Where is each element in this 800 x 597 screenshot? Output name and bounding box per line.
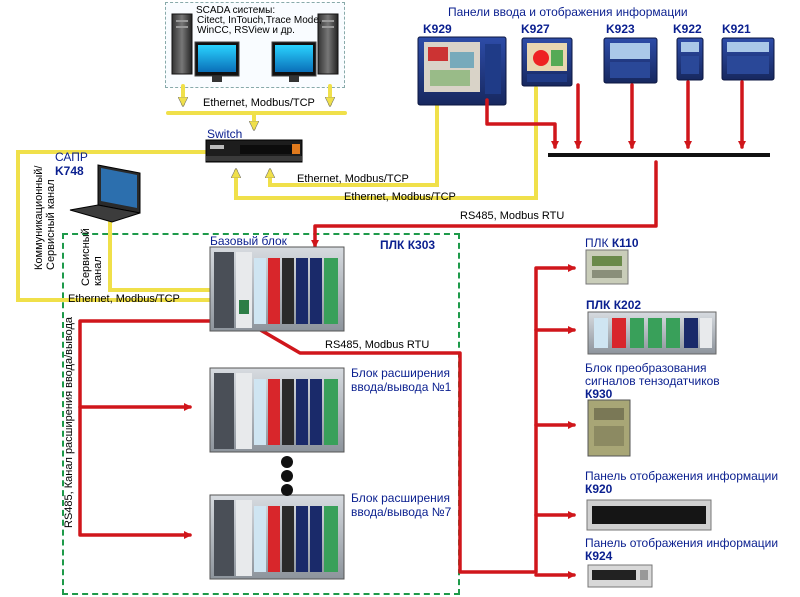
plc-k303-title: ПЛК К303 <box>380 238 436 252</box>
k110-label: ПЛК К110 <box>585 237 639 249</box>
scada-title: SCADA системы: <box>196 5 276 16</box>
switch-label: Switch <box>207 127 243 141</box>
ext1-label-line1: Блок расширения <box>351 366 450 380</box>
ethernet-label-top: Ethernet, Modbus/TCP <box>203 97 315 109</box>
k930-code: К930 <box>585 387 613 401</box>
ext7-label-line1: Блок расширения <box>351 491 450 505</box>
panel-k927-label: K927 <box>521 22 550 36</box>
ethernet-label-left: Ethernet, Modbus/TCP <box>68 293 180 305</box>
laptop-k748 <box>69 164 141 223</box>
plc-k110-device <box>585 249 629 285</box>
k930-label-line2: сигналов тензодатчиков <box>585 374 720 388</box>
panel-k927-device <box>521 37 573 87</box>
ellipsis-dot-3 <box>281 484 293 496</box>
plc-base-block-label: Базовый блок <box>210 234 287 248</box>
k924-code: К924 <box>585 549 613 563</box>
sapr-title: САПР <box>55 150 88 164</box>
k920-code: К920 <box>585 482 613 496</box>
service-channel-line1: Сервисный <box>80 228 92 286</box>
plc-k202-device <box>587 311 717 355</box>
service-channel-line2: канал <box>92 256 104 286</box>
plc-ext7-rack <box>209 494 345 580</box>
rs485-label-top: RS485, Modbus RTU <box>460 210 565 222</box>
k930-label-line1: Блок преобразования <box>585 361 707 375</box>
panel-k922-label: K922 <box>673 22 702 36</box>
ext7-label-line2: ввода/вывода №7 <box>351 505 452 519</box>
scada-line2: WinCC, RSView и др. <box>197 25 295 36</box>
ethernet-links <box>16 84 538 300</box>
panel-k922-device <box>676 37 704 81</box>
k930-device <box>587 399 631 457</box>
scada-pc-left <box>171 13 240 82</box>
comm-channel-line1: Коммуникационный/ <box>33 165 45 270</box>
ellipsis-dot-1 <box>281 456 293 468</box>
panel-k924-device <box>587 564 653 588</box>
ellipsis-dot-2 <box>281 470 293 482</box>
k202-label: ПЛК К202 <box>586 298 642 312</box>
ext1-label-line2: ввода/вывода №1 <box>351 380 452 394</box>
plc-ext1-rack <box>209 367 345 453</box>
k924-label: Панель отображения информации <box>585 536 779 550</box>
panel-k923-label: K923 <box>606 22 635 36</box>
panel-k923-device <box>603 37 658 84</box>
panels-header: Панели ввода и отображения информации <box>448 5 688 19</box>
k110-prefix: ПЛК <box>585 236 609 250</box>
rs485-links <box>78 80 746 579</box>
panel-k929-device <box>417 36 507 106</box>
panel-k921-device <box>721 37 775 81</box>
ethernet-label-mid1: Ethernet, Modbus/TCP <box>297 173 409 185</box>
panel-k929-label: K929 <box>423 22 452 36</box>
comm-channel-line2: Сервисный канал <box>45 179 57 270</box>
scada-pc-right <box>271 13 339 82</box>
ethernet-label-mid2: Ethernet, Modbus/TCP <box>344 191 456 203</box>
k920-label: Панель отображения информации <box>585 469 779 483</box>
network-switch <box>205 139 303 163</box>
sapr-code: K748 <box>55 164 84 178</box>
scada-line1: Citect, InTouch,Trace Mode, <box>197 15 322 26</box>
panel-k921-label: K921 <box>722 22 751 36</box>
plc-base-rack <box>209 246 345 332</box>
rs485-extension-channel: RS485, Канал расширения ввода/вывода <box>63 316 75 528</box>
k110-code: К110 <box>611 236 639 250</box>
panel-k920-device <box>586 499 712 531</box>
rs485-label-mid: RS485, Modbus RTU <box>325 339 430 351</box>
